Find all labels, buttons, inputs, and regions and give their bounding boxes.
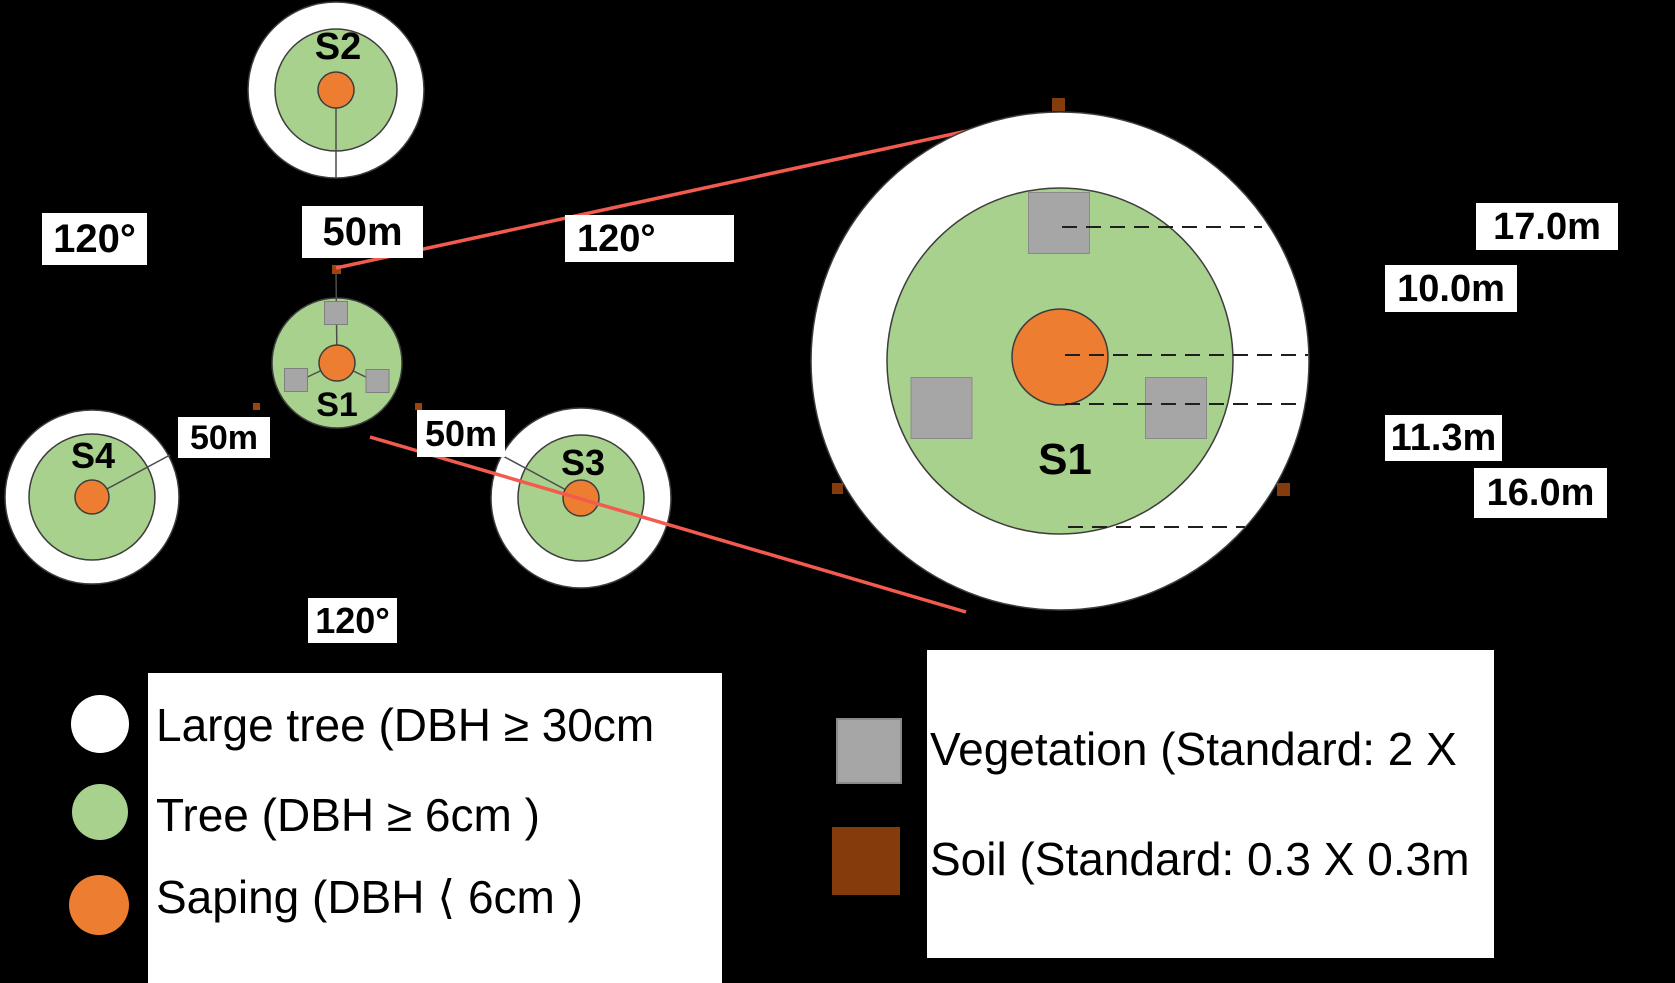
legend-item-sapling: Saping (DBH ⟨ 6cm ): [156, 871, 583, 923]
s1-big-vegetation-quadrat-top: [1028, 192, 1090, 254]
legend-item-large-tree: Large tree (DBH ≥ 30cm: [156, 699, 655, 751]
s2-sapling-core: [317, 71, 355, 109]
measurement-label-11m: 11.3m: [1385, 415, 1502, 461]
plot-s1-zoomed: [810, 98, 1310, 611]
s1-small-vegetation-quadrat-right: [365, 369, 390, 393]
soil-swatch-icon: [832, 827, 900, 895]
distance-label-s3: 50m: [417, 410, 505, 457]
plot-label-s4: S4: [70, 435, 116, 476]
zoom-connector-line-bottom: [369, 435, 967, 614]
plot-label-s3: S3: [560, 442, 606, 483]
s1-big-vegetation-quadrat-right: [1145, 377, 1207, 439]
tree-swatch-icon: [72, 784, 128, 840]
distance-label-s2: 50m: [302, 206, 423, 258]
s1-big-soil-sample-right: [1277, 483, 1290, 496]
plot-s1-small: [253, 265, 422, 429]
plot-label-s1-small: S1: [316, 386, 358, 424]
s1-small-vegetation-quadrat-top: [324, 301, 348, 325]
legend-item-vegetation: Vegetation (Standard: 2 X: [930, 723, 1457, 775]
legend-item-soil: Soil (Standard: 0.3 X 0.3m: [930, 833, 1470, 885]
s1-small-vegetation-quadrat-left: [284, 368, 308, 392]
plot-label-s2: S2: [314, 26, 362, 68]
angle-label-middle: 120°: [565, 215, 734, 262]
plot-s2: [247, 1, 425, 179]
distance-label-s4: 50m: [178, 417, 270, 458]
large-tree-swatch-icon: [71, 695, 129, 753]
sapling-swatch-icon: [69, 875, 129, 935]
s1-big-vegetation-quadrat-left: [910, 377, 973, 439]
zoom-connector-line-top: [335, 122, 1000, 270]
angle-label-top-left: 120°: [42, 213, 147, 265]
measurement-label-17m: 17.0m: [1476, 203, 1618, 250]
plot-s4: [4, 409, 180, 585]
plot-label-s1-zoomed: S1: [1038, 435, 1092, 484]
angle-label-bottom: 120°: [308, 598, 397, 643]
measurement-label-16m: 16.0m: [1474, 468, 1607, 518]
legend-right-box: Vegetation (Standard: 2 X Soil (Standard…: [927, 650, 1494, 958]
legend-item-tree: Tree (DBH ≥ 6cm ): [156, 789, 540, 841]
s1-small-soil-sample-right: [415, 403, 422, 410]
s1-big-soil-sample-left: [832, 483, 843, 494]
measurement-label-10m: 10.0m: [1385, 265, 1517, 312]
s1-big-soil-sample-top: [1052, 98, 1065, 111]
s1-big-sapling-core: [1011, 308, 1109, 406]
s1-small-sapling-core: [318, 344, 356, 382]
vegetation-swatch-icon: [836, 718, 902, 784]
s4-sapling-core: [74, 479, 110, 515]
legend-left-box: Large tree (DBH ≥ 30cm Tree (DBH ≥ 6cm )…: [148, 673, 722, 983]
s1-small-soil-sample-left: [253, 403, 260, 410]
